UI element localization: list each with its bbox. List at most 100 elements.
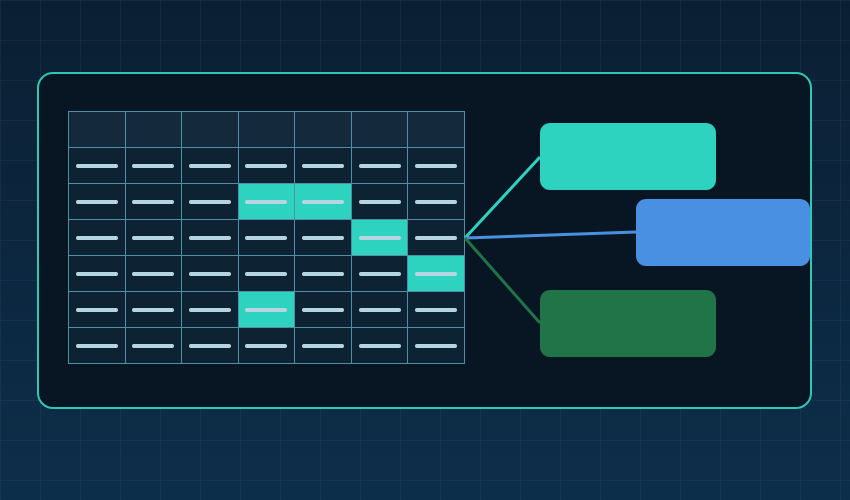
table-cell bbox=[294, 219, 352, 256]
cell-value-placeholder bbox=[188, 163, 231, 168]
cell-value-placeholder bbox=[358, 163, 401, 168]
table-cell bbox=[68, 255, 126, 292]
table-cell bbox=[407, 183, 465, 220]
table-row bbox=[68, 327, 465, 364]
table-cell bbox=[407, 219, 465, 256]
cell-value-placeholder bbox=[415, 307, 458, 312]
table-cell bbox=[181, 219, 239, 256]
data-table bbox=[68, 111, 465, 364]
table-cell bbox=[350, 291, 409, 328]
table-cell bbox=[124, 291, 183, 328]
table-cell bbox=[68, 327, 126, 364]
cell-value-placeholder bbox=[188, 199, 231, 204]
table-cell bbox=[350, 183, 409, 220]
table-cell bbox=[407, 147, 465, 184]
table-cell bbox=[237, 255, 296, 292]
cell-value-placeholder bbox=[245, 343, 288, 348]
cell-value-placeholder bbox=[358, 343, 401, 348]
cell-value-placeholder bbox=[188, 343, 231, 348]
table-cell bbox=[68, 183, 126, 220]
table-cell bbox=[181, 291, 239, 328]
header-cell bbox=[294, 111, 352, 148]
table-cell bbox=[124, 219, 183, 256]
cell-value-placeholder bbox=[358, 199, 401, 204]
header-cell bbox=[181, 111, 239, 148]
cell-value-placeholder bbox=[75, 343, 118, 348]
table-cell bbox=[68, 147, 126, 184]
cell-value-placeholder bbox=[75, 199, 118, 204]
cell-value-placeholder bbox=[302, 235, 345, 240]
table-cell bbox=[181, 147, 239, 184]
cell-value-placeholder bbox=[302, 271, 345, 276]
cell-value-placeholder bbox=[132, 199, 175, 204]
cell-value-placeholder bbox=[245, 235, 288, 240]
cell-value-placeholder bbox=[415, 343, 458, 348]
table-header-row bbox=[68, 111, 465, 148]
table-row bbox=[68, 183, 465, 220]
output-box-1 bbox=[540, 123, 716, 190]
table-cell bbox=[407, 327, 465, 364]
cell-value-placeholder bbox=[302, 163, 345, 168]
cell-value-placeholder bbox=[132, 163, 175, 168]
table-cell bbox=[237, 147, 296, 184]
table-cell bbox=[68, 291, 126, 328]
table-cell bbox=[181, 183, 239, 220]
header-cell bbox=[407, 111, 465, 148]
highlighted-cell bbox=[237, 291, 296, 328]
table-cell bbox=[237, 327, 296, 364]
cell-value-placeholder bbox=[302, 307, 345, 312]
cell-value-placeholder bbox=[245, 307, 288, 312]
table-cell bbox=[237, 219, 296, 256]
table-cell bbox=[407, 291, 465, 328]
cell-value-placeholder bbox=[245, 163, 288, 168]
cell-value-placeholder bbox=[75, 271, 118, 276]
highlighted-cell bbox=[407, 255, 465, 292]
table-cell bbox=[124, 327, 183, 364]
table-cell bbox=[350, 255, 409, 292]
cell-value-placeholder bbox=[188, 271, 231, 276]
header-cell bbox=[237, 111, 296, 148]
highlighted-cell bbox=[294, 183, 352, 220]
highlighted-cell bbox=[237, 183, 296, 220]
cell-value-placeholder bbox=[302, 343, 345, 348]
cell-value-placeholder bbox=[415, 271, 458, 276]
cell-value-placeholder bbox=[415, 235, 458, 240]
table-cell bbox=[181, 255, 239, 292]
table-row bbox=[68, 291, 465, 328]
cell-value-placeholder bbox=[415, 163, 458, 168]
table-cell bbox=[294, 291, 352, 328]
cell-value-placeholder bbox=[75, 163, 118, 168]
table-cell bbox=[181, 327, 239, 364]
cell-value-placeholder bbox=[415, 199, 458, 204]
output-box-3 bbox=[540, 290, 716, 357]
cell-value-placeholder bbox=[358, 307, 401, 312]
cell-value-placeholder bbox=[188, 235, 231, 240]
highlighted-cell bbox=[350, 219, 409, 256]
cell-value-placeholder bbox=[358, 271, 401, 276]
cell-value-placeholder bbox=[358, 235, 401, 240]
table-cell bbox=[124, 183, 183, 220]
cell-value-placeholder bbox=[132, 271, 175, 276]
table-cell bbox=[124, 147, 183, 184]
table-cell bbox=[68, 219, 126, 256]
cell-value-placeholder bbox=[132, 307, 175, 312]
header-cell bbox=[350, 111, 409, 148]
cell-value-placeholder bbox=[245, 271, 288, 276]
cell-value-placeholder bbox=[302, 199, 345, 204]
cell-value-placeholder bbox=[245, 199, 288, 204]
cell-value-placeholder bbox=[188, 307, 231, 312]
table-cell bbox=[350, 147, 409, 184]
table-row bbox=[68, 147, 465, 184]
table-cell bbox=[350, 327, 409, 364]
header-cell bbox=[124, 111, 183, 148]
table-cell bbox=[294, 327, 352, 364]
table-cell bbox=[294, 255, 352, 292]
table-row bbox=[68, 219, 465, 256]
cell-value-placeholder bbox=[132, 235, 175, 240]
cell-value-placeholder bbox=[75, 307, 118, 312]
output-box-2 bbox=[636, 199, 810, 266]
table-cell bbox=[124, 255, 183, 292]
cell-value-placeholder bbox=[75, 235, 118, 240]
table-row bbox=[68, 255, 465, 292]
cell-value-placeholder bbox=[132, 343, 175, 348]
